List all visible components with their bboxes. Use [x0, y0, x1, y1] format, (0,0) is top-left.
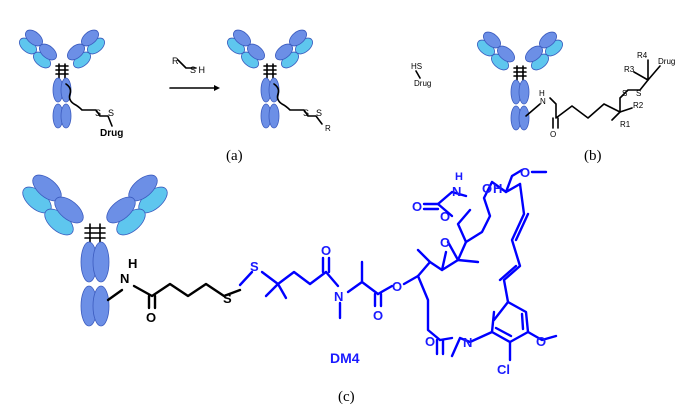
drug-label-b: Drug [658, 57, 675, 66]
atom-o: O [392, 279, 402, 294]
atom-r2: R2 [633, 101, 644, 110]
panel-b: HS Drug H N O S S R4 R3 Drug R2 R1 (b) [411, 28, 675, 164]
atom-n: N [334, 289, 343, 304]
atom-s: S [250, 259, 259, 274]
atom-h: H [539, 89, 545, 98]
atom-cl: Cl [497, 362, 510, 377]
atom-h: H [455, 171, 463, 183]
bond [520, 312, 525, 331]
arrow-head-icon [214, 85, 220, 91]
substituents-b [611, 59, 661, 121]
atom-n: N [463, 335, 472, 350]
bond [376, 284, 394, 296]
atom-n: N [452, 184, 461, 199]
atom-o: O [550, 130, 556, 139]
atom-h: H [493, 181, 502, 196]
atom-o: O [520, 165, 530, 180]
linker-left [65, 83, 113, 127]
atom-r: R [325, 124, 331, 133]
bond [526, 330, 558, 342]
atom-o: O [536, 334, 546, 349]
atom-n: N [120, 271, 129, 286]
panel-c-label: (c) [338, 389, 355, 405]
diene-chain [492, 182, 526, 322]
dm4-ala [338, 260, 380, 320]
free-drug: Drug [414, 79, 431, 88]
panel-b-label: (b) [584, 148, 602, 164]
atom-o: O [373, 308, 383, 323]
linker-b [525, 97, 621, 119]
dm4-macrocycle-mid [416, 208, 480, 342]
atom-o: O [440, 209, 450, 224]
panel-a: S S Drug R S H S S R (a) [15, 26, 331, 164]
atom-o: O [146, 310, 156, 325]
atom-s: S [95, 108, 101, 118]
atom-h: H [128, 256, 137, 271]
atom-r3: R3 [624, 65, 635, 74]
bond [106, 288, 124, 302]
dm4-macrocycle-top [402, 180, 522, 286]
atom-s: S [636, 89, 641, 98]
atom-r4: R4 [637, 51, 648, 60]
linker-chain [132, 282, 242, 298]
bond [498, 264, 518, 282]
atom-s: S [303, 108, 309, 118]
reagent-sh: S H [190, 65, 205, 75]
atom-s: S [108, 108, 114, 118]
panel-c: H N O S S O N O O O O O N H O H O [17, 165, 558, 405]
atom-s: S [622, 89, 627, 98]
bond [514, 212, 530, 242]
bond [504, 168, 524, 194]
atom-o: O [412, 199, 422, 214]
dm4-chain [260, 270, 328, 300]
drug-name-dm4: DM4 [330, 350, 360, 366]
atom-o: O [440, 235, 450, 250]
thiol-reagent [177, 59, 197, 69]
antibody-b-icon [473, 28, 567, 131]
antibody-right-icon [223, 26, 317, 129]
atom-r1: R1 [620, 120, 631, 129]
bond [238, 270, 254, 287]
bond [415, 70, 421, 79]
aromatic-ring [490, 300, 530, 344]
atom-o: O [321, 243, 331, 258]
carbamate [436, 190, 468, 218]
atom-o: O [482, 181, 492, 196]
panel-a-label: (a) [226, 148, 243, 164]
atom-s: S [223, 291, 232, 306]
drug-label: Drug [100, 128, 123, 139]
linker-right [273, 83, 323, 125]
free-thiol: HS [411, 62, 422, 71]
disulfide-b [619, 79, 649, 113]
bond [324, 270, 340, 288]
bond [438, 336, 454, 342]
reagent-r: R [172, 56, 179, 66]
atom-o: O [425, 334, 435, 349]
atom-s: S [316, 108, 322, 118]
bond [494, 326, 513, 338]
atom-n: N [540, 97, 546, 106]
bond [450, 330, 494, 358]
antibody-left-icon [15, 26, 109, 129]
